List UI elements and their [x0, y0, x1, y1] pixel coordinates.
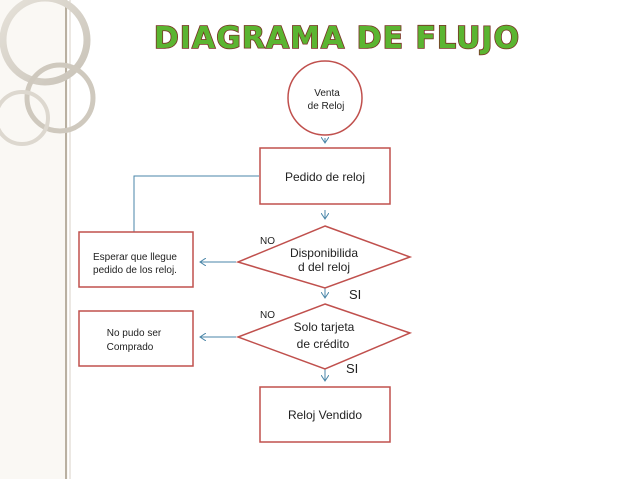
- payment-line2: de crédito: [297, 337, 350, 351]
- not-purchased-line2: Comprado: [107, 342, 154, 353]
- connectors: [133, 138, 325, 381]
- payment-decision: Solo tarjeta de crédito: [235, 303, 413, 370]
- edge-label-si-payment: SI: [346, 361, 358, 376]
- sold-node: Reloj Vendido: [259, 386, 391, 443]
- not-purchased-line1: No pudo ser: [107, 328, 162, 339]
- decorative-left-panel: [0, 0, 96, 479]
- wait-node-line1: Esperar que llegue: [93, 252, 177, 263]
- not-purchased-box: [78, 310, 194, 367]
- wait-node-box: [78, 231, 194, 288]
- connector-wait-loop-to-order: [133, 175, 259, 232]
- wait-node-line2: pedido de los reloj.: [93, 265, 177, 276]
- edge-label-no-payment: NO: [260, 310, 275, 321]
- start-node-line1: Venta: [314, 88, 340, 99]
- decorative-ring-medium: [24, 62, 96, 134]
- edge-label-no-availability: NO: [260, 236, 275, 247]
- sold-node-label: Reloj Vendido: [288, 408, 362, 422]
- order-node: Pedido de reloj: [259, 147, 391, 205]
- sold-node-box: [259, 386, 391, 443]
- left-panel-background: [0, 0, 68, 479]
- start-node: Venta de Reloj: [287, 60, 363, 136]
- edge-label-si-availability: SI: [349, 287, 361, 302]
- availability-line2: d del reloj: [298, 260, 350, 274]
- start-node-circle: [287, 60, 363, 136]
- availability-diamond: [235, 225, 413, 289]
- decorative-ring-small: [0, 90, 50, 146]
- availability-decision: Disponibilida d del reloj: [235, 225, 413, 289]
- not-purchased-node: No pudo ser Comprado: [78, 310, 194, 367]
- wait-node: Esperar que llegue pedido de los reloj.: [78, 231, 194, 288]
- decorative-ring-large: [0, 0, 91, 86]
- payment-line1: Solo tarjeta: [294, 320, 355, 334]
- start-node-line2: de Reloj: [308, 101, 345, 112]
- order-node-box: [259, 147, 391, 205]
- page-title: DIAGRAMA DE FLUJO: [154, 21, 520, 56]
- availability-line1: Disponibilida: [290, 246, 358, 260]
- payment-diamond: [235, 303, 413, 370]
- order-node-label: Pedido de reloj: [285, 170, 365, 184]
